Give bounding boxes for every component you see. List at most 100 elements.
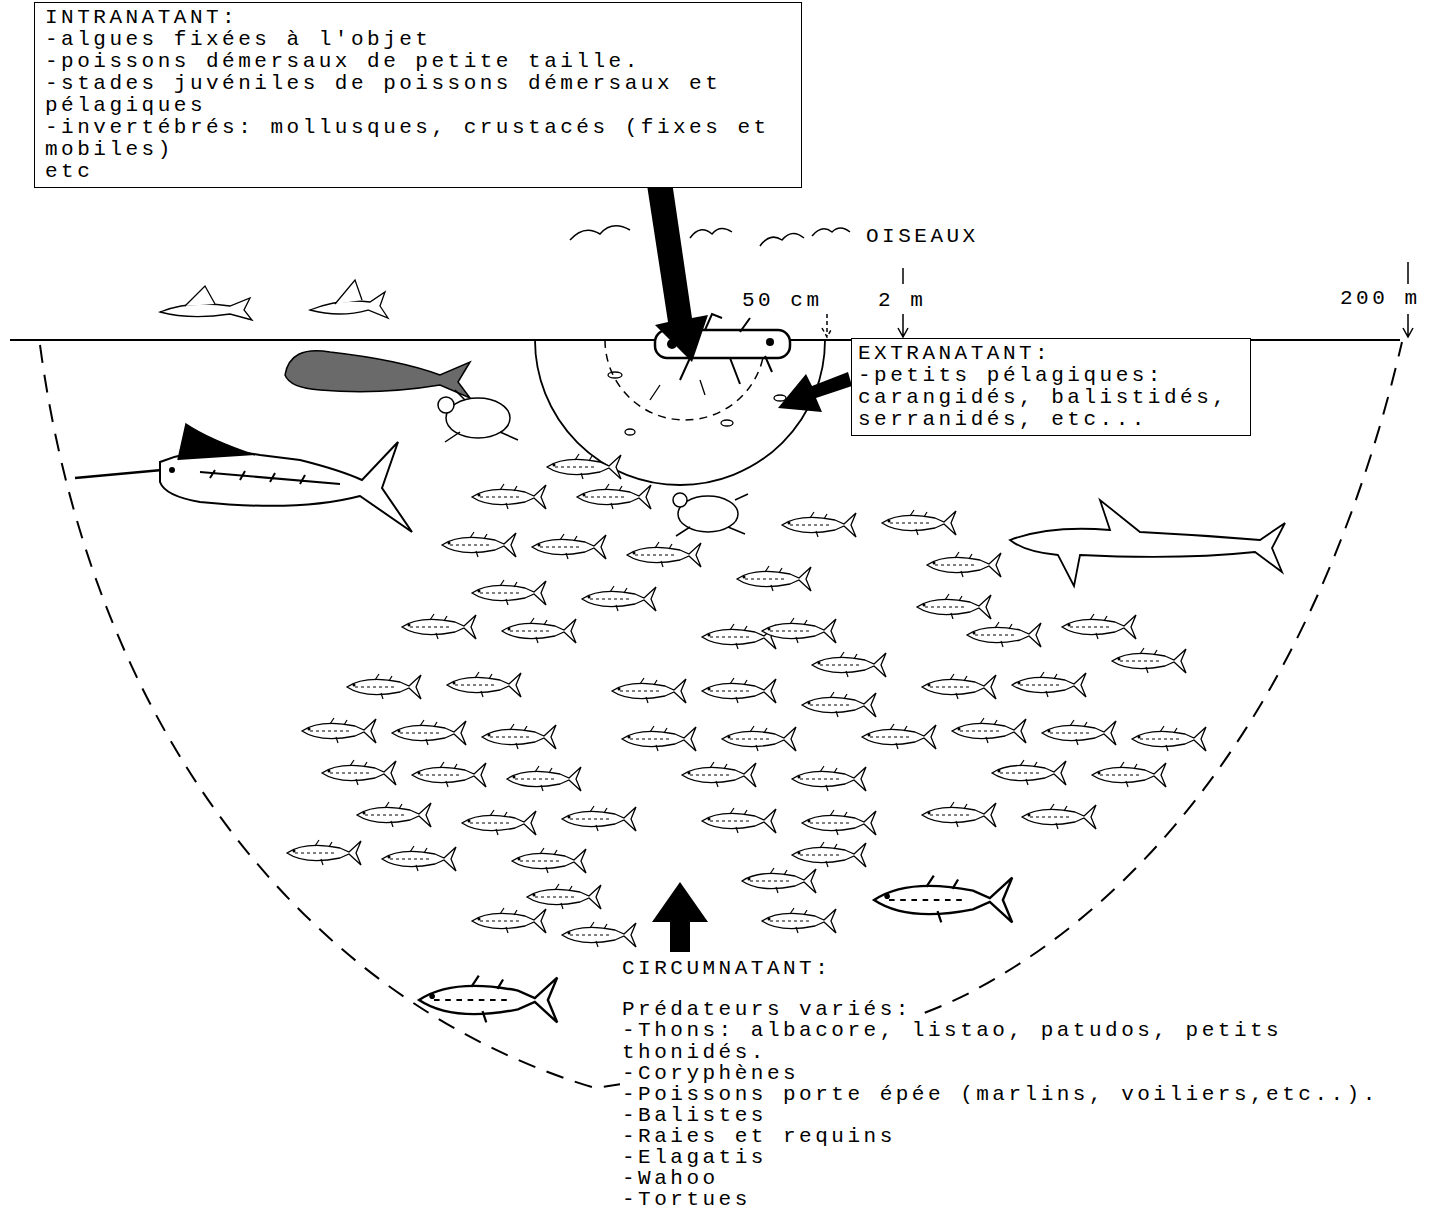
zone-item: -petits pélagiques: carangidés, balistid… — [858, 365, 1244, 431]
tuna — [482, 724, 556, 749]
fish-wing — [335, 280, 362, 304]
tuna — [862, 724, 936, 749]
tuna — [1012, 672, 1086, 697]
tuna — [802, 692, 876, 717]
zone-heading: CIRCUMNATANT: — [620, 958, 833, 980]
tuna — [927, 552, 1001, 577]
tuna — [357, 802, 431, 827]
turtle-head — [438, 397, 454, 413]
tuna — [742, 868, 816, 893]
species-item: -Raies et requins — [620, 1126, 898, 1148]
species-item: -Coryphènes — [620, 1063, 801, 1085]
tuna — [802, 810, 876, 835]
zone-box: INTRANATANT:-algues fixées à l'objet-poi… — [34, 2, 802, 188]
tuna — [702, 678, 776, 703]
marlin-fin — [178, 424, 255, 460]
tuna — [392, 720, 466, 745]
tuna — [502, 618, 576, 643]
tuna — [682, 762, 756, 787]
tuna — [812, 652, 886, 677]
circumnatant-zone — [40, 342, 1402, 1088]
tuna — [382, 846, 456, 871]
circumnatant-arrow — [652, 882, 708, 952]
tuna — [347, 674, 421, 699]
tuna — [547, 454, 621, 479]
turtle-flipper — [676, 494, 748, 536]
tuna — [1112, 648, 1186, 673]
tuna — [737, 566, 811, 591]
shark — [1010, 500, 1285, 586]
bird — [812, 228, 850, 236]
tuna — [562, 922, 636, 947]
tuna — [562, 806, 636, 831]
tuna — [472, 580, 546, 605]
tuna — [722, 726, 796, 751]
tuna — [1062, 614, 1136, 639]
turtle — [673, 493, 748, 536]
tuna — [967, 622, 1041, 647]
tuna — [922, 802, 996, 827]
tuna — [952, 718, 1026, 743]
small-fish — [625, 429, 635, 435]
distance-tick — [898, 314, 908, 337]
tuna — [287, 840, 361, 865]
distance-label: 50 cm — [740, 290, 825, 312]
tuna — [922, 674, 996, 699]
zone-item: -algues fixées à l'objet — [45, 29, 791, 51]
tuna-school — [287, 454, 1206, 1022]
extranatant-zone — [535, 340, 825, 485]
tuna — [302, 718, 376, 743]
tuna — [322, 760, 396, 785]
tuna — [917, 594, 991, 619]
small-fish — [650, 380, 705, 400]
distance-tick — [902, 268, 904, 284]
small-fish — [721, 420, 733, 426]
zone-item: -stades juvéniles de poissons démersaux … — [45, 73, 791, 117]
zone-heading: EXTRANATANT: — [858, 343, 1244, 365]
tuna — [582, 586, 656, 611]
tuna — [612, 678, 686, 703]
tuna — [577, 484, 651, 509]
small-fish — [774, 395, 786, 401]
log-spot — [766, 338, 774, 346]
tuna — [1042, 720, 1116, 745]
turtle-flipper — [445, 390, 518, 442]
fish-wing — [185, 286, 215, 306]
tuna — [447, 672, 521, 697]
intranatant-arrow — [645, 168, 708, 362]
zone-box: EXTRANATANT:-petits pélagiques: carangid… — [851, 338, 1251, 436]
tuna — [462, 810, 536, 835]
tuna — [882, 510, 956, 535]
tuna — [472, 908, 546, 933]
bird — [690, 228, 732, 238]
tuna — [627, 542, 701, 567]
tuna — [792, 766, 866, 791]
zone-heading: INTRANATANT: — [45, 7, 791, 29]
small-fish — [608, 372, 622, 378]
turtle — [438, 390, 518, 442]
yellowfin-tuna — [419, 976, 557, 1023]
tuna — [1132, 726, 1206, 751]
tuna — [402, 614, 476, 639]
tuna — [532, 534, 606, 559]
zone-item: etc — [45, 161, 791, 183]
marlin-stripes — [200, 470, 340, 484]
turtle-head — [673, 493, 687, 507]
marlin-eye — [169, 467, 175, 473]
zone-item: -invertébrés: mollusques, crustacés (fix… — [45, 117, 791, 161]
distance-label: 2 m — [876, 290, 928, 312]
species-item: -Thons: albacore, listao, patudos, petit… — [620, 1020, 1324, 1064]
tuna — [472, 484, 546, 509]
extranatant-arrow — [778, 372, 852, 412]
species-item: -Wahoo — [620, 1168, 721, 1190]
yellowfin-tuna — [874, 876, 1012, 923]
dorado — [285, 351, 470, 398]
tuna — [1092, 762, 1166, 787]
species-item: -Tortues — [620, 1189, 753, 1211]
tuna — [1022, 804, 1096, 829]
tuna — [792, 842, 866, 867]
birds — [570, 226, 850, 246]
tuna — [412, 762, 486, 787]
marlin — [75, 424, 412, 532]
